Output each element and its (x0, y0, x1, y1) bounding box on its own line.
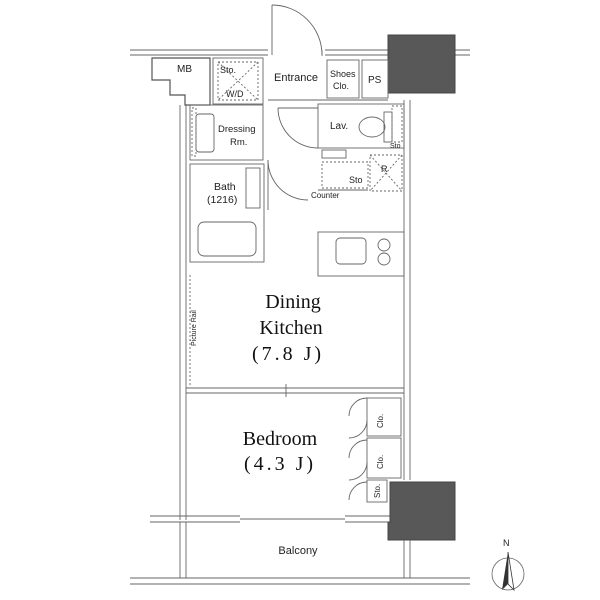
washer-dryer-label: W/D (226, 89, 244, 99)
laundry-area: Sto. W/D (212, 57, 264, 105)
storage-label-mid: Sto (349, 175, 363, 185)
bedroom: Bedroom (4.3 J) Clo. Clo. Sto. (240, 397, 402, 520)
bathroom: Bath (1216) (189, 163, 265, 263)
dining-kitchen-label-3: (7.8 J) (252, 343, 324, 365)
sink-icon (335, 237, 367, 265)
mb-label: MB (177, 64, 192, 75)
bath-label-2: (1216) (207, 194, 237, 206)
picture-rail-label: Picture Rail (191, 310, 198, 346)
balcony-label: Balcony (278, 545, 318, 557)
north-label: N (503, 538, 510, 548)
bedroom-label-1: Bedroom (243, 428, 318, 450)
dining-kitchen-label-2: Kitchen (259, 317, 322, 339)
lavatory-label: Lav. (330, 121, 348, 132)
refrigerator-label: R (381, 164, 388, 174)
counter-label: Counter (311, 191, 340, 200)
bedroom-label-2: (4.3 J) (244, 453, 316, 475)
sliding-partition (186, 384, 404, 397)
pipe-space-label: PS (368, 75, 382, 86)
balcony: Balcony (130, 522, 470, 585)
shoes-closet-label-1: Shoes (330, 69, 356, 79)
dressing-room-label-2: Rm. (230, 137, 247, 148)
entrance-door (271, 4, 323, 56)
storage-label-bottom: Sto. (373, 484, 382, 498)
washbasin-icon (195, 113, 215, 153)
column-bottom-right (387, 481, 456, 541)
entrance-label: Entrance (274, 72, 318, 84)
outer-walls (130, 49, 470, 523)
toilet-icon (358, 111, 393, 143)
storage-label-top: Sto. (220, 65, 236, 75)
picture-rail: Picture Rail (189, 275, 198, 385)
storage-counter: Sto R Counter (267, 149, 403, 210)
closet-label-b: Clo. (376, 455, 385, 469)
entrance-area: Entrance Shoes Clo. PS (268, 59, 389, 101)
stove-icon (377, 238, 391, 266)
shoes-closet-label-2: Clo. (333, 81, 349, 91)
mb-closet: MB (151, 57, 211, 106)
dining-kitchen-label-1: Dining (265, 291, 321, 313)
lavatory: Lav. Sto (277, 103, 405, 150)
column-top-right (387, 34, 456, 94)
bath-label-1: Bath (214, 181, 236, 193)
kitchen-counter (317, 231, 405, 277)
dining-kitchen: Dining Kitchen (7.8 J) (252, 291, 324, 365)
dressing-room-label-1: Dressing (218, 124, 256, 135)
storage-label-toilet: Sto (390, 143, 401, 150)
dressing-room: Dressing Rm. (189, 104, 264, 161)
closet-label-a: Clo. (376, 414, 385, 428)
north-arrow-icon: N (491, 538, 525, 592)
bathtub-icon (197, 221, 257, 257)
